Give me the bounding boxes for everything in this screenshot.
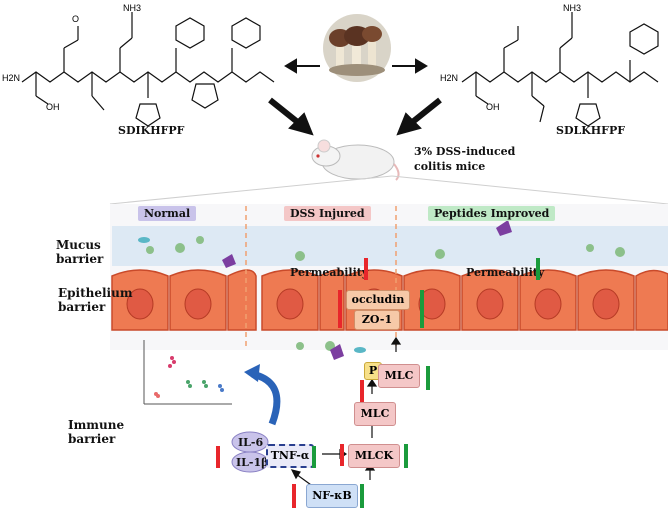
- label-immune-2: barrier: [68, 432, 116, 446]
- arrow-up-tj-improved: [420, 290, 424, 328]
- right-h2n-label: H2N: [440, 73, 459, 83]
- left-peptide-structure: [21, 12, 275, 127]
- arrow-up-permeability: [364, 258, 368, 280]
- feedback-arrow: [251, 370, 281, 426]
- mucus-layer: [112, 226, 668, 266]
- label-mucus-2: barrier: [56, 252, 104, 266]
- tag-dss: DSS Injured: [284, 206, 371, 221]
- tnfa-box: TNF-α: [266, 444, 314, 468]
- nfkb-box: NF-κB: [306, 484, 358, 508]
- arrow-up-nfkb: [292, 484, 296, 508]
- right-oh-label: OH: [486, 102, 500, 112]
- model-line-1: 3% DSS-induced: [414, 145, 516, 158]
- tag-improved: Peptides Improved: [428, 206, 556, 221]
- arrow-down-tj-dss: [338, 290, 342, 328]
- il6-label: IL-6: [238, 436, 264, 449]
- right-nh3-label: NH3: [563, 3, 582, 13]
- permeability-improved: Permeability: [466, 266, 545, 279]
- barrier-panel-svg: [109, 175, 668, 491]
- label-mucus-1: Mucus: [56, 238, 101, 252]
- right-peptide-structure: [461, 12, 659, 127]
- left-nh3-label: NH3: [123, 3, 142, 13]
- label-immune-1: Immune: [68, 418, 125, 432]
- mushroom-image: [323, 14, 391, 82]
- mushroom-arrows: [268, 58, 442, 136]
- zo1-box: ZO-1: [354, 310, 400, 330]
- label-epithelium-2: barrier: [58, 300, 106, 314]
- peptide-name-left: SDIKHFPF: [118, 124, 185, 137]
- label-epithelium-1: Epithelium: [58, 286, 133, 300]
- permeability-dss: Permeability: [290, 266, 369, 279]
- arrow-up-mlck: [340, 444, 344, 466]
- tag-normal: Normal: [138, 206, 197, 221]
- left-oh-label: OH: [46, 102, 60, 112]
- il1b-label: IL-1β: [236, 456, 269, 469]
- arrow-down-cytokines: [312, 446, 316, 468]
- arrow-down-nfkb: [360, 484, 364, 508]
- arrow-up-cytokines: [216, 446, 220, 468]
- tnf-inset-chart: [143, 340, 232, 405]
- arrow-down-permeability: [536, 258, 540, 280]
- mlc-bottom-box: MLC: [354, 402, 396, 426]
- occludin-box: occludin: [346, 290, 410, 310]
- top-structures-svg: [21, 12, 659, 136]
- left-oxo-label: O: [72, 14, 80, 24]
- model-line-2: colitis mice: [414, 160, 486, 173]
- mouse-illustration: [311, 139, 400, 181]
- left-h2n-label: H2N: [2, 73, 21, 83]
- arrow-down-mlck: [404, 444, 408, 468]
- mlc-top-box: MLC: [378, 364, 420, 388]
- arrow-up-mlc: [360, 380, 364, 402]
- mlck-box: MLCK: [348, 444, 400, 468]
- peptide-name-right: SDLKHFPF: [556, 124, 626, 137]
- arrow-down-mlc: [426, 366, 430, 390]
